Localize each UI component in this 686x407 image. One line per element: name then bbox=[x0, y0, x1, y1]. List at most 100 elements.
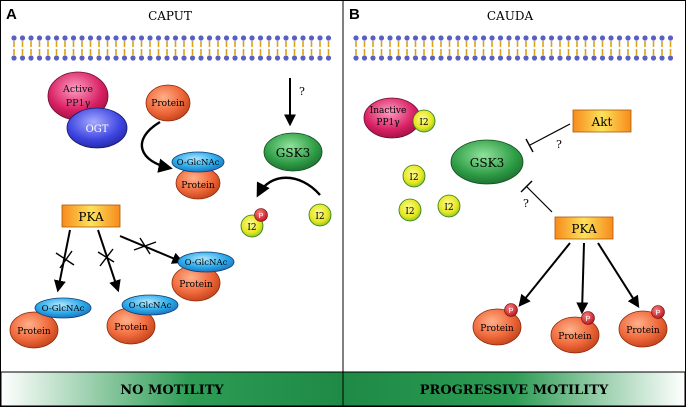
protein-glc-label: Protein bbox=[181, 181, 215, 191]
pka-inhibition-bar bbox=[520, 180, 533, 193]
pka-label-a: PKA bbox=[78, 210, 104, 224]
lipid-head bbox=[223, 35, 230, 41]
pka-arrow-3 bbox=[597, 242, 640, 309]
lipid-head bbox=[215, 35, 221, 41]
lipid-head bbox=[353, 35, 359, 41]
phospho-badge-a bbox=[254, 208, 268, 222]
i2-free-label-c: I2 bbox=[444, 203, 453, 213]
olcnac-b3-label: O-GlcNAc bbox=[185, 258, 228, 268]
lipid-head bbox=[463, 35, 470, 41]
i2-free-node-c bbox=[437, 194, 461, 218]
lipid-head bbox=[455, 35, 461, 41]
lipid-head bbox=[79, 55, 85, 61]
lipid-head bbox=[625, 35, 631, 41]
pka-node-b bbox=[554, 216, 614, 240]
pka-block-x-1b bbox=[59, 250, 73, 269]
lipid-head bbox=[404, 35, 410, 41]
lipid-head bbox=[206, 55, 213, 61]
phospho-badge-b3-label: P bbox=[655, 308, 660, 317]
protein-p3-label: Protein bbox=[626, 326, 660, 336]
lipid-head bbox=[53, 35, 60, 41]
lipid-head bbox=[480, 35, 487, 41]
lipid-head bbox=[591, 55, 597, 61]
lipid-head bbox=[412, 35, 419, 41]
gsk3-node-b bbox=[450, 139, 524, 185]
lipid-head bbox=[104, 35, 111, 41]
panel-b-letter: B bbox=[349, 6, 360, 23]
lipid-head bbox=[531, 55, 538, 61]
pka-block-x-2a bbox=[97, 251, 115, 263]
akt-question-mark: ? bbox=[556, 138, 562, 151]
lipid-head bbox=[659, 55, 665, 61]
lipid-head bbox=[633, 35, 640, 41]
lipid-head bbox=[274, 55, 281, 61]
olcnac-b2-node bbox=[121, 294, 179, 316]
i2-phospho-label: I2 bbox=[247, 223, 256, 233]
lipid-head bbox=[70, 55, 77, 61]
pka-blocked-arrow-1 bbox=[53, 229, 71, 293]
lipid-head bbox=[249, 55, 255, 61]
lipid-head bbox=[11, 55, 17, 61]
membrane-caput bbox=[11, 35, 332, 61]
lipid-head bbox=[625, 55, 631, 61]
lipid-head bbox=[642, 55, 648, 61]
lipid-head bbox=[130, 35, 136, 41]
lipid-head bbox=[582, 55, 589, 61]
lipid-head bbox=[497, 35, 504, 41]
i2-free-node-a bbox=[402, 164, 426, 188]
lipid-head bbox=[599, 35, 606, 41]
lipid-head bbox=[172, 55, 179, 61]
lipid-head bbox=[565, 55, 572, 61]
lipid-head bbox=[557, 35, 563, 41]
protein-b3-label: Protein bbox=[179, 280, 213, 290]
lipid-head bbox=[19, 35, 26, 41]
lipid-head bbox=[62, 35, 68, 41]
lipid-head bbox=[104, 55, 111, 61]
protein-p1-label: Protein bbox=[480, 324, 514, 334]
lipid-head bbox=[531, 35, 538, 41]
lipid-head bbox=[446, 55, 453, 61]
lipid-head bbox=[506, 35, 512, 41]
lipid-head bbox=[548, 35, 555, 41]
lipid-head bbox=[650, 55, 657, 61]
lipid-head bbox=[257, 55, 264, 61]
akt-inhibition-line bbox=[529, 123, 571, 146]
lipid-head bbox=[438, 55, 444, 61]
inactive-pp1-label-2: PP1γ bbox=[376, 118, 399, 128]
lipid-head bbox=[189, 35, 196, 41]
i2-free-node-b bbox=[398, 198, 422, 222]
lipid-head bbox=[591, 35, 597, 41]
lipid-head bbox=[206, 35, 213, 41]
panel-a-letter: A bbox=[6, 6, 17, 23]
lipid-head bbox=[62, 55, 68, 61]
lipid-head bbox=[659, 35, 665, 41]
lipid-head bbox=[291, 55, 298, 61]
lipid-head bbox=[240, 55, 247, 61]
lipid-head bbox=[113, 55, 119, 61]
pka-block-x-3b bbox=[133, 241, 157, 251]
lipid-head bbox=[96, 55, 102, 61]
lipid-head bbox=[121, 35, 128, 41]
ogt-node bbox=[66, 107, 128, 149]
olcnac-b2-label: O-GlcNAc bbox=[129, 301, 172, 311]
lipid-head bbox=[308, 35, 315, 41]
lipid-head bbox=[404, 55, 410, 61]
olcnac-b3-node bbox=[177, 251, 235, 273]
protein-b1-node bbox=[9, 311, 59, 349]
protein-top-label: Protein bbox=[151, 99, 185, 109]
lipid-head bbox=[412, 55, 419, 61]
lipid-head bbox=[130, 55, 136, 61]
pka-block-x-2b bbox=[99, 248, 114, 267]
lipid-head bbox=[497, 55, 504, 61]
lipid-head bbox=[574, 35, 580, 41]
lipid-head bbox=[514, 35, 521, 41]
phospho-badge-b2 bbox=[581, 311, 595, 325]
pka-inhibition-line bbox=[525, 185, 553, 213]
pka-arrow-1 bbox=[518, 242, 571, 307]
lipid-head bbox=[96, 35, 102, 41]
i2-bound-label: I2 bbox=[419, 118, 428, 128]
lipid-head bbox=[291, 35, 298, 41]
lipid-head bbox=[257, 35, 264, 41]
lipid-head bbox=[121, 55, 128, 61]
